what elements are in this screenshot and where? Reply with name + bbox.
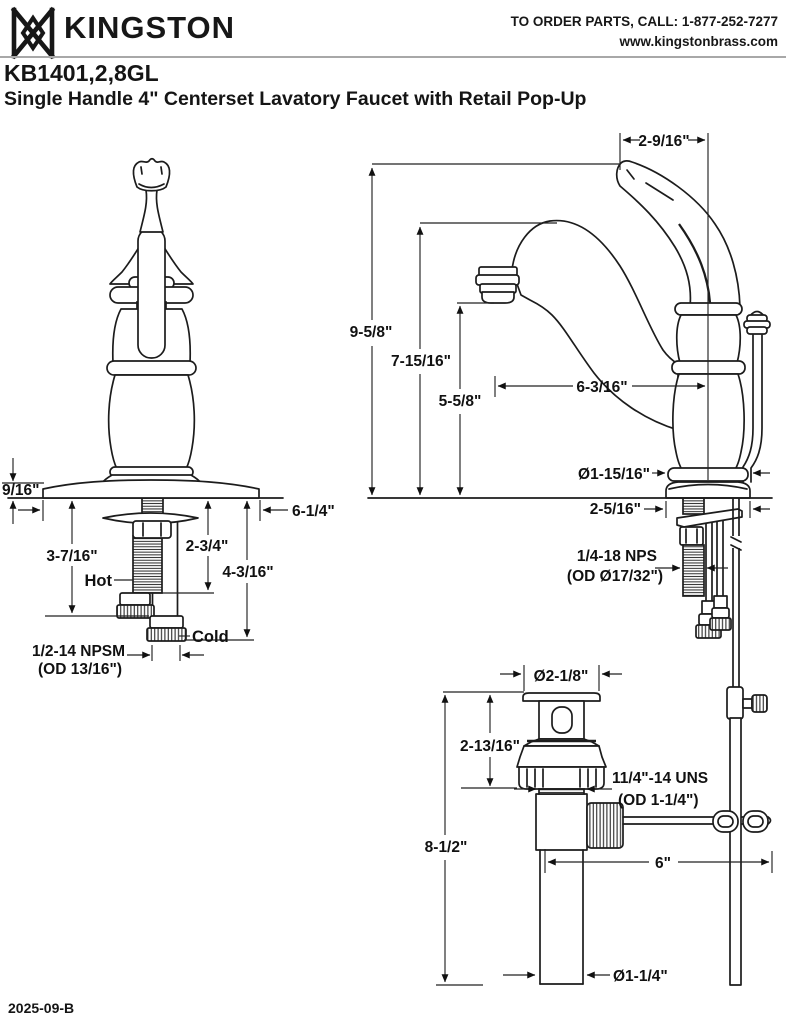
front-view: 9/16" 6-1/4" 3-7/16" 2-3/4" 4-3/16" Hot … [2, 157, 335, 678]
dim-hot-depth: 3-7/16" [46, 548, 97, 565]
dim-plate-thickness: 9/16" [2, 482, 40, 499]
dim-base-width: 2-5/16" [590, 501, 641, 518]
revision-code: 2025-09-B [8, 1000, 75, 1016]
dim-tailpiece-diameter: Ø1-1/4" [613, 968, 668, 985]
header-divider [0, 56, 786, 58]
dim-stud-thread-od: (OD Ø17/32") [567, 568, 663, 585]
order-website[interactable]: www.kingstonbrass.com [619, 33, 778, 49]
dim-body-diameter: Ø1-15/16" [578, 466, 650, 483]
dim-spout-reach: 6-3/16" [576, 379, 627, 396]
dim-drain-overall-height: 8-1/2" [425, 839, 468, 856]
kingston-logo-icon [10, 6, 56, 60]
label-cold: Cold [192, 628, 229, 646]
dim-stud-thread: 1/4-18 NPS [577, 548, 657, 565]
dim-outlet-height: 5-5/8" [439, 393, 482, 410]
dim-drain-thread: 11/4"-14 UNS [612, 770, 708, 787]
product-description: Single Handle 4" Centerset Lavatory Fauc… [4, 88, 587, 110]
dim-overall-height: 9-5/8" [350, 324, 393, 341]
dim-cold-depth: 4-3/16" [222, 564, 273, 581]
drain-view: Ø2-1/8" 2-13/16" 11/4"-14 UNS (OD 1-1/4"… [425, 665, 773, 986]
order-info: TO ORDER PARTS, CALL: 1-877-252-7277 www… [511, 12, 778, 51]
dim-stud-depth: 2-3/4" [186, 538, 229, 555]
dim-drain-body-height: 2-13/16" [460, 738, 520, 755]
dim-rod-offset: 6" [655, 855, 671, 872]
model-number: KB1401,2,8GL [4, 60, 159, 86]
dim-supply-thread-od: (OD 13/16") [38, 661, 122, 678]
order-phone: TO ORDER PARTS, CALL: 1-877-252-7277 [510, 14, 778, 29]
label-hot: Hot [85, 572, 113, 590]
dim-handle-reach: 2-9/16" [638, 133, 689, 150]
dim-plate-width: 6-1/4" [292, 503, 335, 520]
dim-drain-thread-od: (OD 1-1/4") [618, 792, 699, 809]
dim-flange-diameter: Ø2-1/8" [534, 668, 589, 685]
dim-supply-thread: 1/2-14 NPSM [32, 643, 125, 660]
side-view: 2-9/16" 9-5/8" 7-15/16" 5-5/8" 6-3/16" Ø… [350, 133, 773, 720]
dim-spout-height: 7-15/16" [391, 353, 451, 370]
brand-name: KINGSTON [64, 10, 236, 45]
